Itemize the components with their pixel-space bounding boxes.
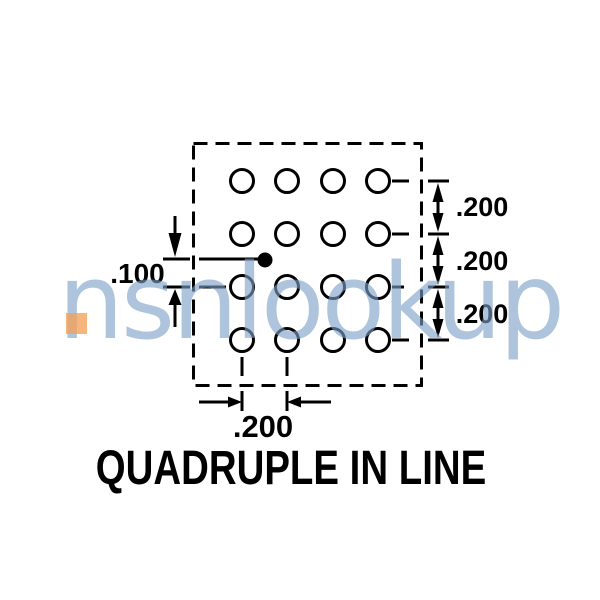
dimension-label-row-pitch-1: .200 <box>455 191 509 222</box>
dimension-label-column-pitch: .200 <box>232 409 294 444</box>
center-index-dot <box>257 252 273 268</box>
pin-circle <box>320 221 346 247</box>
pin-circle <box>274 168 300 194</box>
pin-circle <box>274 221 300 247</box>
pin-circle <box>229 168 255 194</box>
figure-title: QUADRUPLE IN LINE <box>95 442 487 495</box>
pin-circle <box>320 168 346 194</box>
dimension-arrowheads <box>168 183 444 408</box>
dimension-label-row-pitch-2: .200 <box>455 245 509 276</box>
package-outline <box>192 142 423 387</box>
pin-circle <box>229 327 255 353</box>
pin-circle <box>229 221 255 247</box>
pin-circle <box>365 327 391 353</box>
pin-grid <box>229 168 391 353</box>
dimension-label-center-offset: .100 <box>110 258 165 289</box>
dimension-label-row-pitch-3: .200 <box>455 298 509 329</box>
pin-circle <box>274 274 300 300</box>
pin-circle <box>365 168 391 194</box>
pin-circle <box>229 274 255 300</box>
pin-circle <box>274 327 300 353</box>
pin-circle <box>365 221 391 247</box>
pin-circle <box>365 274 391 300</box>
dimension-lines <box>163 179 449 411</box>
pin-circle <box>320 327 346 353</box>
pin-circle <box>320 274 346 300</box>
